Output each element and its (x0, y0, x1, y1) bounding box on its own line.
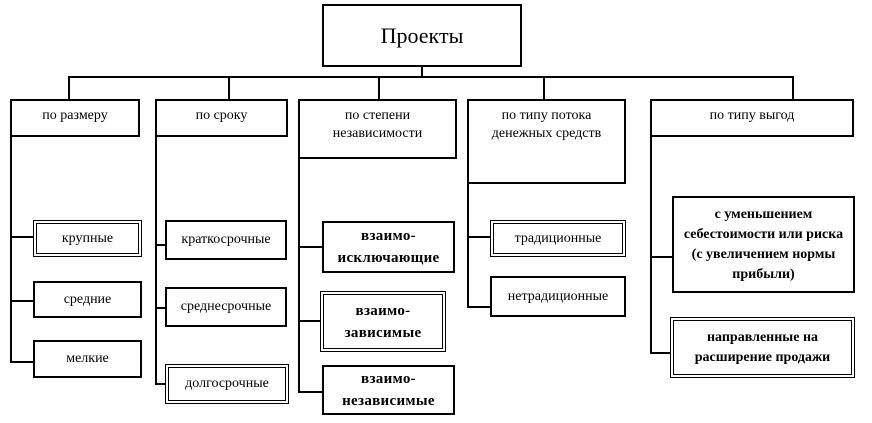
leaf-label: взаимо-исключающие (337, 228, 440, 266)
connector-line (650, 256, 674, 258)
connector-line (228, 76, 230, 100)
connector-line (298, 158, 300, 393)
leaf-box: направленные на расширение продажи (670, 317, 855, 378)
connector-line (421, 66, 423, 78)
leaf-label: традиционные (514, 230, 602, 246)
leaf-label: мелкие (66, 351, 109, 366)
root-box: Проекты (322, 4, 522, 67)
leaf-box: среднесрочные (165, 287, 287, 327)
leaf-box: традиционные (490, 220, 626, 257)
leaf-label: крупные (61, 230, 114, 246)
category-label: по размеру (42, 108, 108, 123)
category-label: по степени независимости (332, 108, 423, 141)
leaf-label: взаимо-независимые (342, 371, 435, 409)
connector-line (10, 136, 12, 363)
leaf-box: взаимо-зависимые (320, 291, 446, 352)
leaf-box: мелкие (33, 340, 142, 378)
category-box-size: по размеру (10, 99, 140, 137)
connector-line (155, 136, 157, 385)
connector-line (155, 244, 166, 246)
category-label: по типу выгод (709, 108, 795, 123)
leaf-label: с уменьшением себестоимости или риска (с… (683, 206, 844, 282)
connector-line (650, 136, 652, 354)
connector-line (792, 76, 794, 100)
category-box-cashflow: по типу потока денежных средств (467, 99, 626, 184)
leaf-box: средние (33, 281, 142, 318)
connector-line (378, 76, 380, 100)
connector-line (298, 320, 322, 322)
category-label: по типу потока денежных средств (491, 108, 602, 141)
leaf-label: долгосрочные (185, 376, 269, 391)
connector-line (10, 300, 34, 302)
connector-line (10, 236, 34, 238)
connector-line (467, 183, 469, 308)
leaf-box: нетрадиционные (490, 276, 626, 317)
leaf-box: краткосрочные (165, 220, 287, 260)
connector-line (68, 76, 793, 78)
leaf-box: взаимо-исключающие (322, 221, 455, 273)
connector-line (543, 76, 545, 100)
connector-line (298, 391, 322, 393)
leaf-label: среднесрочные (180, 299, 272, 314)
connector-line (155, 307, 166, 309)
leaf-label: краткосрочные (181, 232, 271, 247)
connector-line (10, 361, 34, 363)
leaf-label: нетрадиционные (507, 288, 609, 304)
category-box-term: по сроку (155, 99, 288, 137)
category-label: по сроку (195, 108, 248, 123)
leaf-label: средние (63, 291, 112, 307)
category-box-benefit: по типу выгод (650, 99, 854, 137)
connector-line (68, 76, 70, 100)
leaf-box: долгосрочные (165, 364, 289, 404)
leaf-box: крупные (33, 220, 142, 257)
leaf-box: с уменьшением себестоимости или риска (с… (672, 196, 855, 293)
connector-line (650, 352, 674, 354)
connector-line (467, 306, 491, 308)
root-label: Проекты (380, 22, 464, 48)
connector-line (467, 236, 491, 238)
leaf-box: взаимо-независимые (322, 365, 455, 415)
category-box-independence: по степени независимости (298, 99, 457, 159)
connector-line (298, 246, 322, 248)
leaf-label: взаимо-зависимые (344, 302, 422, 341)
connector-line (155, 383, 166, 385)
leaf-label: направленные на расширение продажи (694, 329, 831, 365)
